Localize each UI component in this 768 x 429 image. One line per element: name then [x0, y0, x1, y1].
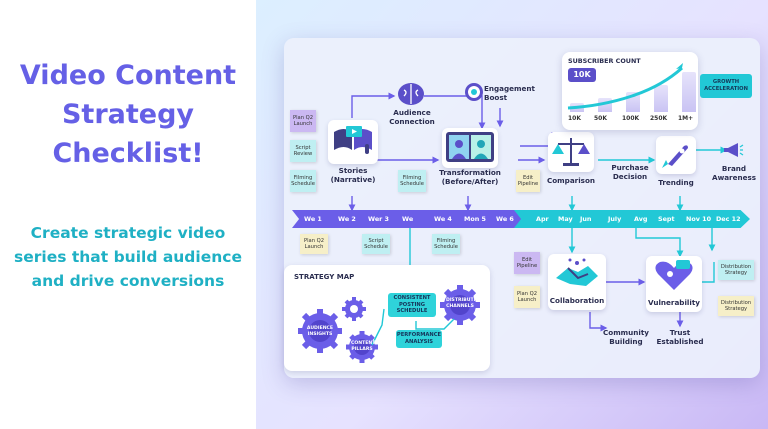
- target-icon: [465, 83, 483, 101]
- book-icon: [334, 126, 372, 154]
- subscriber-bar: [682, 72, 696, 112]
- video-call-icon: [446, 132, 494, 162]
- card-collaboration: Collaboration: [548, 254, 606, 310]
- timeline-tick: Nov 10: [686, 215, 712, 223]
- diagram-panel: Plan Q2 Launch Script Review Filming Sch…: [256, 0, 768, 429]
- timeline-tick: We 1: [304, 215, 322, 223]
- timeline-tick: We 2: [338, 215, 356, 223]
- scale-icon: [552, 138, 590, 166]
- timeline-tick: We: [402, 215, 414, 223]
- timeline-tick: July: [608, 215, 622, 223]
- label-transformation: Transformation (Before/After): [439, 168, 501, 186]
- timeline-tick: Wer 3: [368, 215, 389, 223]
- pill-consistent-posting: CONSISTENT POSTING SCHEDULE: [388, 293, 436, 317]
- timeline-tick: May: [558, 215, 573, 223]
- timeline-tick: Dec 12: [716, 215, 741, 223]
- note-edit-pipeline-2: Edit Pipeline: [514, 252, 540, 274]
- timeline-tick: Avg: [634, 215, 648, 223]
- label-collaboration: Collaboration: [549, 296, 605, 305]
- tick-label: 1M+: [678, 115, 694, 122]
- card-stories: [328, 120, 378, 164]
- label-community-building: Community Building: [602, 328, 649, 346]
- tick-label: 250K: [650, 115, 668, 122]
- label-brand-awareness: Brand Awareness: [712, 164, 757, 182]
- label-engagement-boost: Engagement Boost: [484, 84, 535, 102]
- note-plan-q2-launch: Plan Q2 Launch: [290, 110, 316, 132]
- handshake-icon: [556, 258, 598, 286]
- strategy-map-title: STRATEGY MAP: [294, 273, 355, 281]
- brain-icon: [398, 83, 424, 105]
- label-trending: Trending: [658, 178, 694, 187]
- note-plan-q2-launch-3: Plan Q2 Launch: [514, 286, 540, 308]
- subscriber-bar: [654, 85, 668, 112]
- page-title: Video Content Strategy Checklist!: [19, 60, 237, 169]
- gear-distribution-channels: DISTRIBUTION CHANNELS: [446, 298, 484, 309]
- subscriber-count-card: SUBSCRIBER COUNT 10K 10K 50K 100K 250K 1…: [562, 52, 698, 130]
- subscriber-title: SUBSCRIBER COUNT: [568, 57, 641, 65]
- timeline-tick: Mon 5: [464, 215, 486, 223]
- timeline-bar-teal: [514, 210, 750, 228]
- pill-performance-analysis: PERFORMANCE ANALYSIS: [396, 330, 442, 348]
- timeline-tick: Jun: [580, 215, 592, 223]
- gear-audience-insights: AUDIENCE INSIGHTS: [306, 326, 334, 337]
- card-trending: [656, 136, 696, 174]
- timeline-tick: Sept: [658, 215, 675, 223]
- timeline-tick: We 6: [496, 215, 514, 223]
- note-distribution-strategy-2: Distribution Strategy: [718, 296, 754, 316]
- label-purchase-decision: Purchase Decision: [611, 163, 649, 181]
- note-edit-pipeline: Edit Pipeline: [516, 170, 540, 192]
- tick-label: 100K: [622, 115, 640, 122]
- note-filming-schedule-3: Filming Schedule: [432, 234, 460, 254]
- note-distribution-strategy: Distribution Strategy: [718, 260, 754, 280]
- label-trust-established: Trust Established: [656, 328, 704, 346]
- tick-label: 10K: [568, 115, 581, 122]
- heart-icon: [655, 260, 693, 290]
- tick-label: 50K: [594, 115, 607, 122]
- timeline-ticks: We 1 We 2 Wer 3 We We 4 Mon 5 We 6 Apr May Jun Jul…: [256, 210, 768, 228]
- growth-acceleration-label: GROWTH ACCELERATION: [700, 74, 752, 98]
- note-script-schedule: Script Schedule: [362, 234, 390, 254]
- label-audience-connection: Audience Connection: [389, 108, 435, 126]
- timeline-bar-purple: [292, 210, 528, 228]
- subscriber-badge: 10K: [568, 68, 596, 82]
- timeline-tick: Apr: [536, 215, 549, 223]
- card-vulnerability: Vulnerability: [646, 256, 702, 312]
- label-stories: Stories (Narrative): [330, 166, 376, 184]
- megaphone-icon: [724, 143, 744, 157]
- note-filming-schedule: Filming Schedule: [290, 170, 316, 192]
- timeline-tick: We 4: [434, 215, 452, 223]
- note-plan-q2-launch-2: Plan Q2 Launch: [300, 234, 328, 254]
- label-comparison: Comparison: [546, 176, 596, 185]
- growth-line: [567, 63, 684, 110]
- note-script-review: Script Review: [290, 140, 316, 162]
- label-vulnerability: Vulnerability: [648, 298, 700, 307]
- left-panel: Video Content Strategy Checklist! Create…: [0, 0, 256, 429]
- card-comparison: [548, 132, 594, 172]
- rocket-icon: [662, 145, 688, 168]
- note-filming-schedule-2: Filming Schedule: [398, 170, 426, 192]
- gear-content-pillars: CONTENT PILLARS: [351, 341, 376, 352]
- gears-illustration: [298, 285, 480, 363]
- page-subtitle: Create strategic video series that build…: [14, 224, 242, 290]
- card-transformation: [442, 128, 498, 168]
